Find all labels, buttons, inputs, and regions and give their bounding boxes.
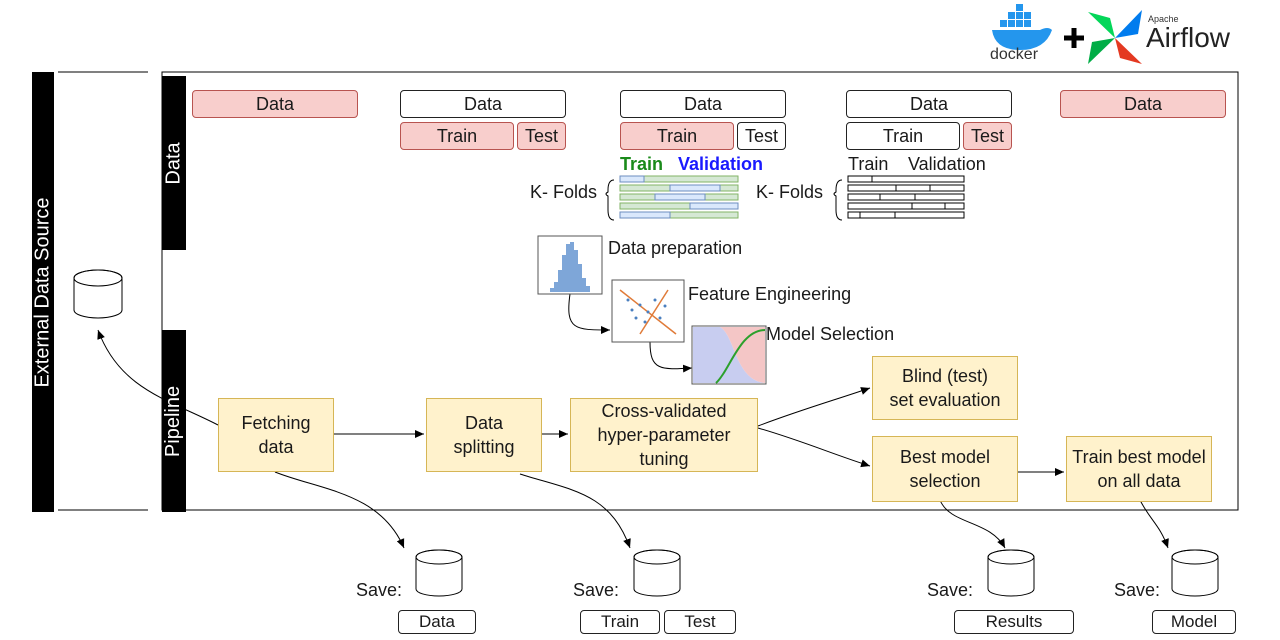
kfold-train-label: Train — [620, 154, 664, 174]
classification-image — [691, 325, 767, 385]
save-train-box: Train — [580, 610, 660, 634]
test-box-2: Test — [517, 122, 566, 150]
external-database-icon — [72, 268, 124, 325]
save-label-data: Save: — [356, 580, 403, 600]
save-label-results: Save: — [927, 580, 974, 600]
kfolds-label-1: K- Folds — [530, 182, 598, 202]
blind-evaluation-step: Blind (test) set evaluation — [872, 356, 1018, 420]
train-box-4: Train — [846, 122, 960, 150]
kfold-plain-bars — [847, 175, 965, 219]
train-best-model-step: Train best model on all data — [1066, 436, 1212, 502]
save-model-db-icon — [1170, 548, 1220, 603]
data-box-3: Data — [620, 90, 786, 118]
save-results-db-icon — [986, 548, 1036, 603]
save-data-box: Data — [398, 610, 476, 634]
model-selection-label: Model Selection — [766, 324, 895, 344]
docker-whale — [992, 4, 1052, 50]
kfolds-label-2: K- Folds — [756, 182, 824, 202]
kfold-validation-label: Validation — [678, 154, 764, 174]
save-label-model: Save: — [1114, 580, 1161, 600]
data-splitting-step: Data splitting — [426, 398, 542, 472]
train-box-3: Train — [620, 122, 734, 150]
data-preparation-label: Data preparation — [608, 238, 743, 258]
save-label-split: Save: — [573, 580, 620, 600]
data-box-4: Data — [846, 90, 1012, 118]
data-box-5: Data — [1060, 90, 1226, 118]
airflow-logo-text: Airflow — [1146, 22, 1231, 53]
save-data-db-icon — [414, 548, 464, 603]
kfold-train-plain-label: Train — [848, 154, 889, 174]
kfold-colored-bars — [619, 175, 739, 219]
save-model-box: Model — [1152, 610, 1236, 634]
kfold-validation-plain-label: Validation — [908, 154, 986, 174]
scatter-image — [611, 279, 685, 343]
save-results-box: Results — [954, 610, 1074, 634]
save-test-box: Test — [664, 610, 736, 634]
feature-engineering-label: Feature Engineering — [688, 284, 852, 304]
data-section-label: Data — [162, 76, 186, 250]
test-box-4: Test — [963, 122, 1012, 150]
pipeline-section-label: Pipeline — [162, 330, 186, 512]
best-model-selection-step: Best model selection — [872, 436, 1018, 502]
train-box-2: Train — [400, 122, 514, 150]
apache-text: Apache — [1148, 14, 1179, 24]
fetching-data-step: Fetching data — [218, 398, 334, 472]
plus-sign — [1064, 28, 1084, 48]
cv-tuning-step: Cross-validated hyper-parameter tuning — [570, 398, 758, 472]
histogram-image — [537, 235, 603, 295]
data-box-1: Data — [192, 90, 358, 118]
data-box-2: Data — [400, 90, 566, 118]
save-train-test-db-icon — [632, 548, 682, 603]
airflow-pinwheel — [1088, 10, 1142, 64]
external-data-source-label: External Data Source — [32, 72, 54, 512]
docker-logo-text: docker — [990, 46, 1039, 63]
test-box-3: Test — [737, 122, 786, 150]
